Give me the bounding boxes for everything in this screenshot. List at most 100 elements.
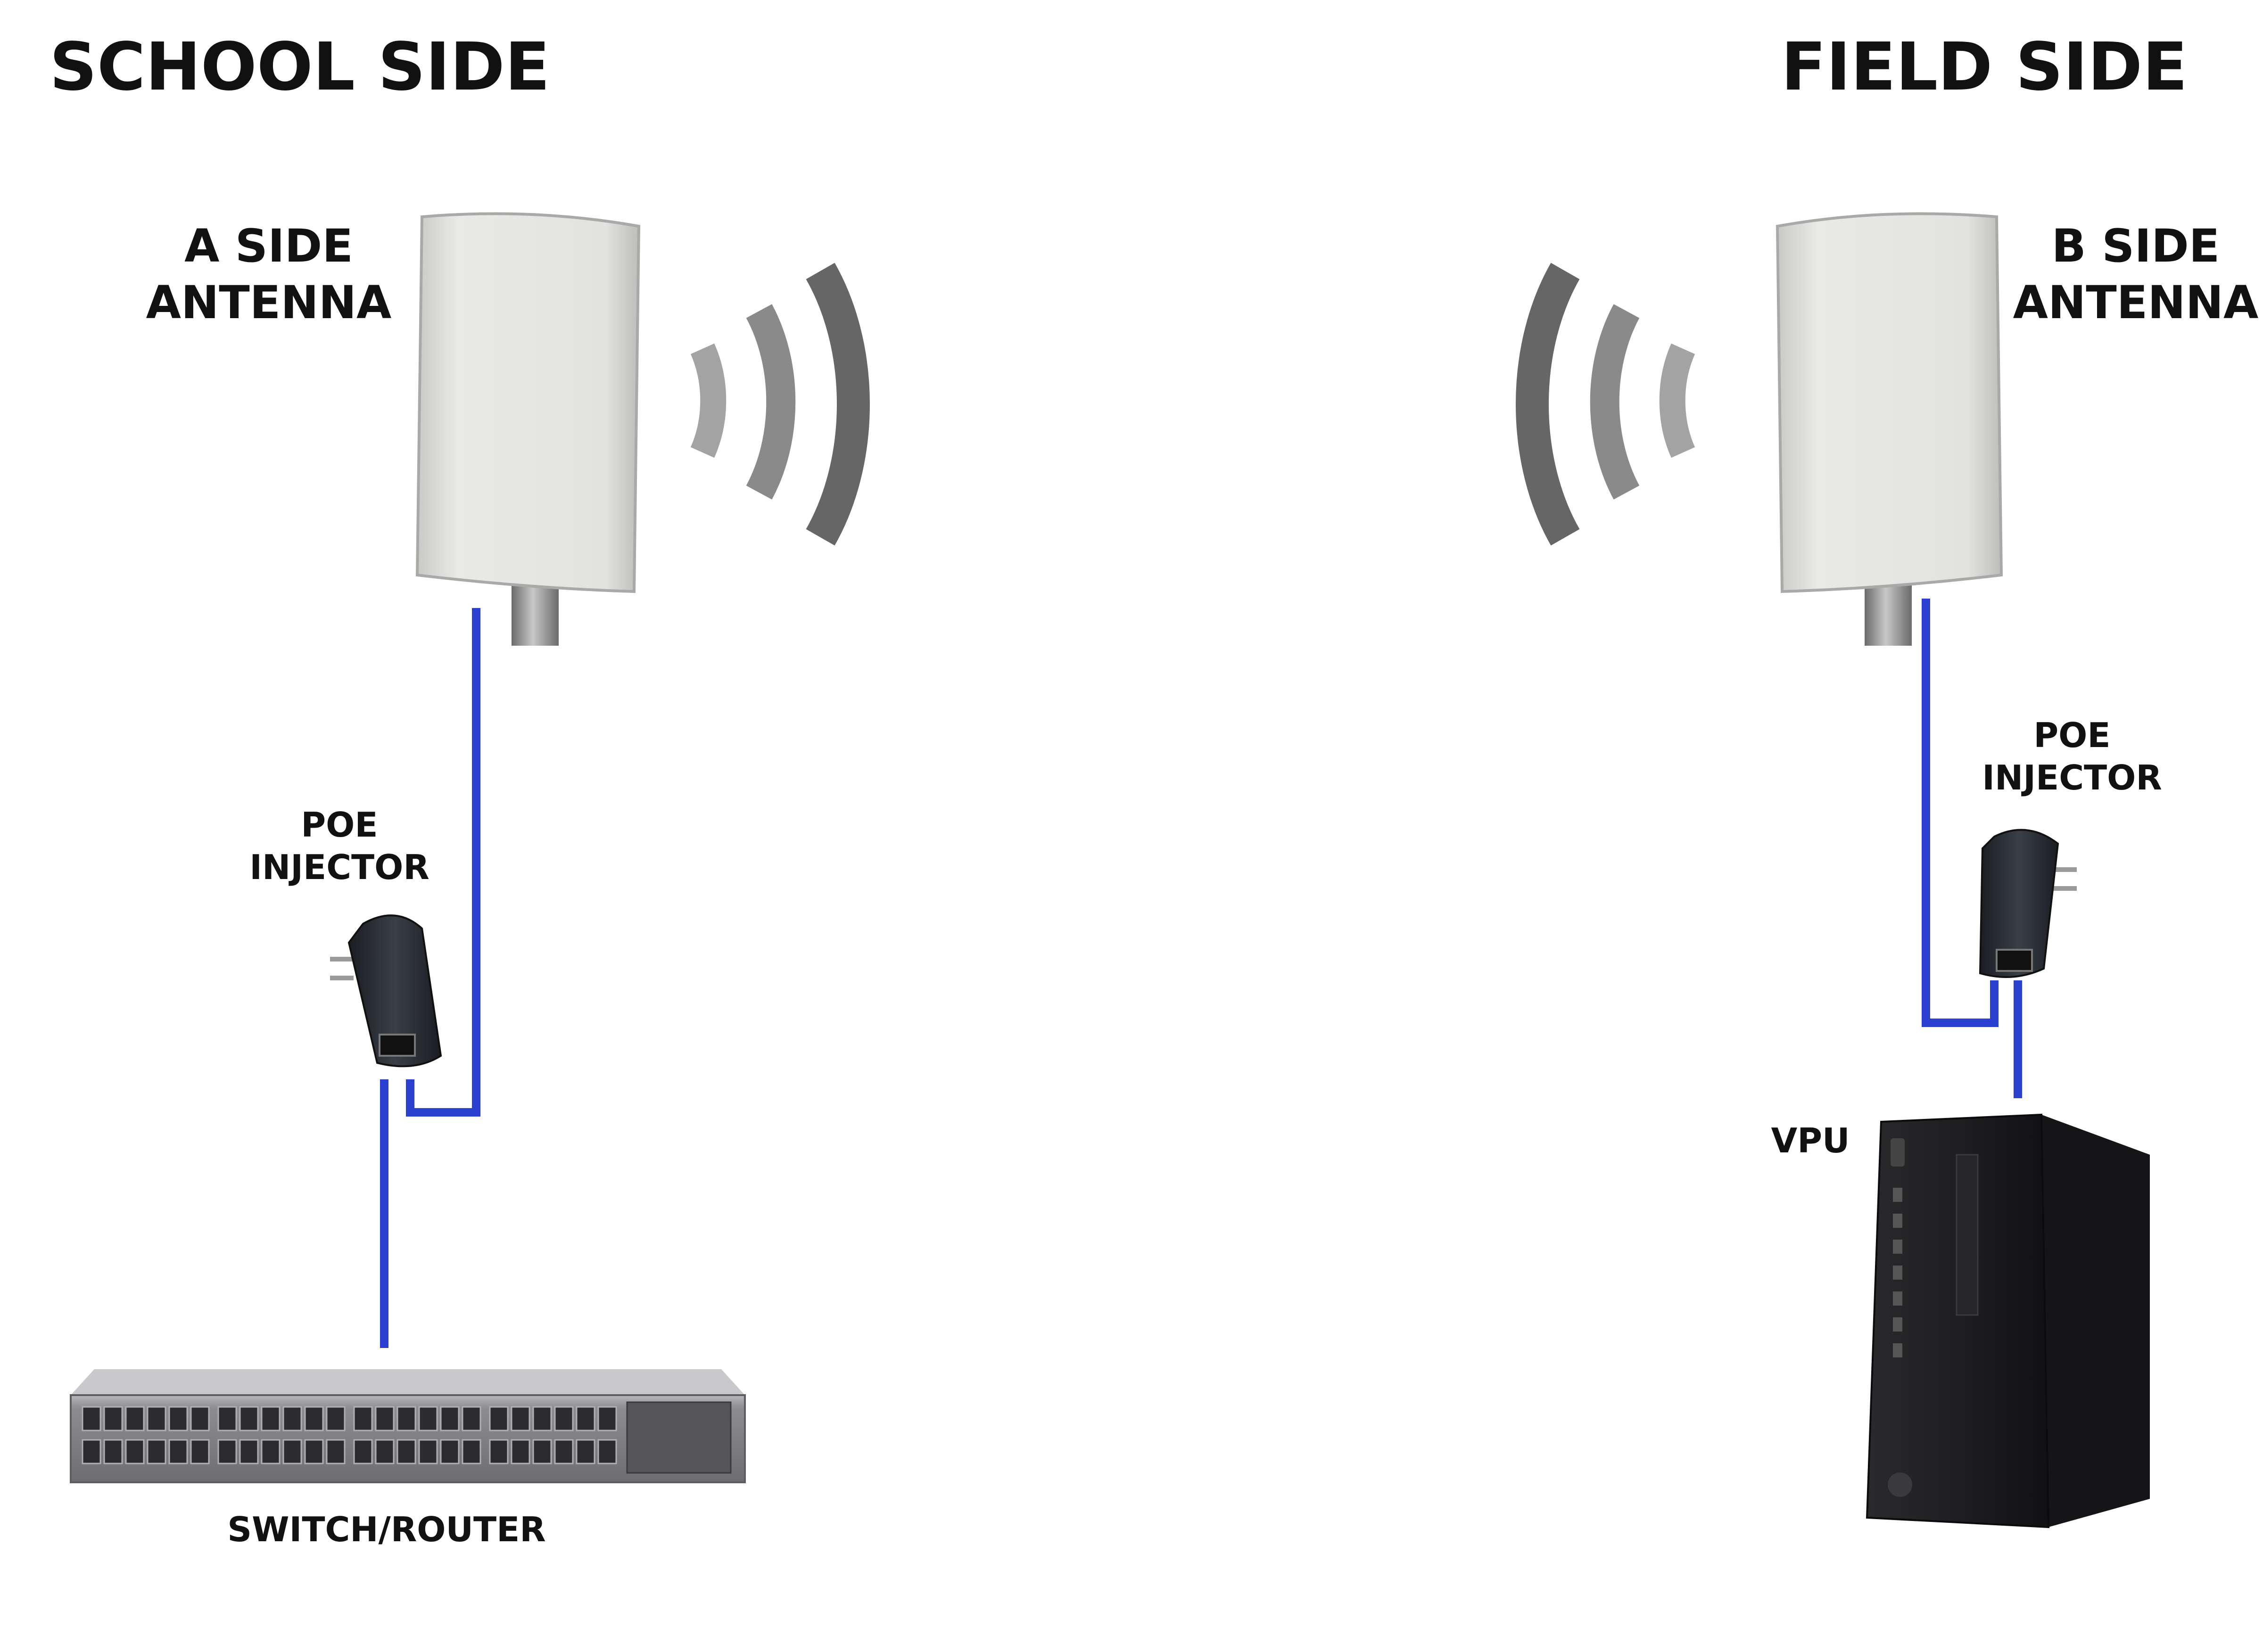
switch-top-panel — [71, 1369, 745, 1395]
switch-port — [239, 1439, 259, 1464]
switch-port — [597, 1439, 617, 1464]
switch-port — [103, 1439, 123, 1464]
switch-port — [125, 1406, 145, 1431]
switch-port — [147, 1406, 166, 1431]
vpu-usb-port — [1893, 1188, 1902, 1202]
switch-port — [147, 1439, 166, 1464]
switch-port — [462, 1439, 481, 1464]
a-signal-wave-outer — [806, 263, 870, 546]
switch-port — [217, 1439, 237, 1464]
a-antenna-to-poe-cable — [406, 608, 480, 1117]
b-poe-label-line1: POE — [2033, 715, 2110, 755]
a-poe-plug-prong-bottom — [330, 976, 354, 980]
switch-port — [304, 1439, 324, 1464]
b-antenna-to-poe-cable — [1922, 599, 1999, 1027]
switch-port — [489, 1406, 509, 1431]
ethernet-cables — [380, 599, 2022, 1348]
b-antenna-mount-pole — [1865, 580, 1912, 646]
a-poe-injector-icon — [330, 914, 442, 1068]
vpu-usb-port — [1893, 1343, 1902, 1357]
b-poe-label-line2: INJECTOR — [1982, 758, 2162, 797]
switch-port — [353, 1439, 373, 1464]
a-side-antenna — [415, 212, 641, 646]
vpu-front-ports — [1893, 1188, 1902, 1357]
a-antenna-label-line2: ANTENNA — [146, 276, 392, 329]
vpu-drive-bay — [1956, 1154, 1979, 1316]
vpu-usb-port — [1893, 1214, 1902, 1228]
switch-port — [190, 1439, 210, 1464]
b-antenna-panel — [1776, 212, 2003, 593]
b-poe-injector-icon — [1979, 829, 2077, 978]
switch-port — [511, 1406, 530, 1431]
b-signal-wave-icon — [1516, 263, 1695, 546]
switch-port — [554, 1439, 574, 1464]
switch-port — [282, 1439, 302, 1464]
switch-port — [304, 1406, 324, 1431]
switch-port — [82, 1406, 101, 1431]
vpu-usb-port — [1893, 1291, 1902, 1306]
switch-port — [326, 1439, 346, 1464]
switch-port — [103, 1406, 123, 1431]
switch-port — [353, 1406, 373, 1431]
switch-port — [532, 1406, 552, 1431]
vpu-usb-port — [1893, 1317, 1902, 1331]
a-poe-port — [379, 1034, 416, 1057]
b-poe-plug-prong-bottom — [2053, 886, 2077, 891]
switch-port — [489, 1439, 509, 1464]
switch-port — [239, 1406, 259, 1431]
vpu-tower-icon — [1866, 1113, 2150, 1529]
switch-label: SWITCH/ROUTER — [227, 1510, 545, 1549]
switch-port — [418, 1439, 438, 1464]
a-signal-wave-inner — [690, 343, 727, 458]
vpu-logo — [1888, 1472, 1912, 1497]
switch-port — [375, 1406, 395, 1431]
switch-port — [261, 1439, 281, 1464]
switch-uplink-panel — [626, 1401, 732, 1474]
vpu-side-face — [2041, 1115, 2150, 1527]
field-side-title: FIELD SIDE — [1781, 29, 2188, 106]
switch-port — [168, 1439, 188, 1464]
switch-port — [440, 1439, 460, 1464]
b-poe-body — [1979, 829, 2059, 978]
b-poe-port — [1996, 949, 2033, 972]
a-antenna-mount-pole — [512, 580, 559, 646]
vpu-usb-port — [1893, 1266, 1902, 1280]
switch-port — [418, 1406, 438, 1431]
b-antenna-label-line2: ANTENNA — [2013, 276, 2259, 329]
switch-port — [511, 1439, 530, 1464]
switch-port — [217, 1406, 237, 1431]
b-signal-wave-inner — [1659, 343, 1695, 458]
switch-port — [125, 1439, 145, 1464]
switch-port — [261, 1406, 281, 1431]
a-antenna-panel — [415, 212, 641, 593]
switch-port — [282, 1406, 302, 1431]
a-signal-wave-middle — [746, 304, 796, 500]
a-antenna-label-line1: A SIDE — [184, 220, 353, 272]
vpu-label: VPU — [1771, 1121, 1850, 1160]
b-antenna-label-line1: B SIDE — [2052, 220, 2220, 272]
vpu-front-face — [1866, 1113, 2050, 1529]
switch-port — [576, 1439, 595, 1464]
switch-port — [554, 1406, 574, 1431]
vpu-power-button — [1891, 1138, 1905, 1167]
switch-port-grid — [82, 1406, 617, 1464]
switch-port — [462, 1406, 481, 1431]
b-poe-plug-prong-top — [2053, 867, 2077, 872]
b-side-antenna — [1776, 212, 2003, 646]
a-poe-plug-prong-top — [330, 957, 354, 962]
school-side-title: SCHOOL SIDE — [50, 29, 550, 106]
a-poe-body — [347, 914, 442, 1068]
switch-port — [326, 1406, 346, 1431]
switch-port — [190, 1406, 210, 1431]
switch-port — [82, 1439, 101, 1464]
a-poe-label-line1: POE — [301, 805, 378, 845]
switch-port — [532, 1439, 552, 1464]
b-signal-wave-outer — [1516, 263, 1580, 546]
switch-router-icon — [70, 1369, 746, 1483]
switch-port — [168, 1406, 188, 1431]
switch-port — [440, 1406, 460, 1431]
a-signal-wave-icon — [690, 263, 870, 546]
switch-port — [396, 1406, 416, 1431]
